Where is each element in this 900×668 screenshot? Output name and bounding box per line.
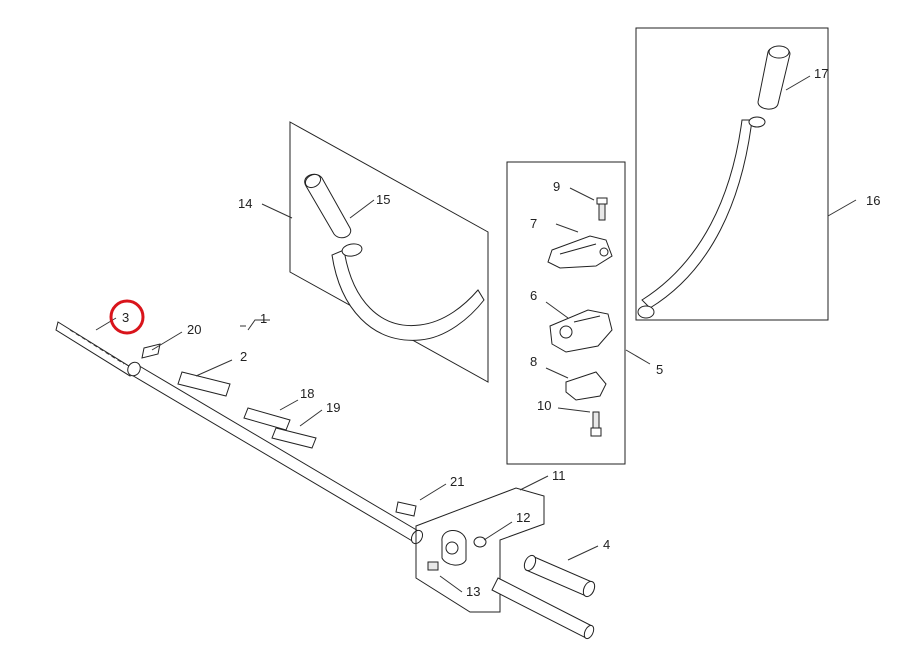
part-label-11: 11	[552, 468, 566, 483]
part-label-7: 7	[530, 216, 537, 231]
part-label-6: 6	[530, 288, 537, 303]
shaft-clamp-part-11	[441, 530, 467, 566]
part-label-21: 21	[450, 474, 464, 489]
part-label-3: 3	[122, 310, 129, 325]
part-label-14: 14	[238, 196, 252, 211]
grip-part-17	[757, 45, 791, 110]
lower-clamp-part-6	[549, 309, 613, 353]
long-tube-part-16	[637, 116, 766, 319]
upper-clamp-part-7	[547, 235, 613, 269]
callout-lines	[95, 75, 857, 593]
part-label-16: 16	[866, 193, 880, 208]
bolt-part-10	[590, 411, 602, 437]
sleeve-part-19	[271, 427, 317, 449]
part-label-10: 10	[537, 398, 551, 413]
part-label-13: 13	[466, 584, 480, 599]
bolt-part-9	[596, 197, 608, 221]
part-label-5: 5	[656, 362, 663, 377]
long-handle-inset	[635, 27, 829, 321]
highlight-circle	[109, 299, 145, 335]
loop-handle-tube	[331, 243, 485, 341]
screw-part-13	[427, 561, 439, 571]
nut-part-12	[473, 536, 487, 548]
loop-handle-inset	[289, 121, 489, 383]
part-label-9: 9	[553, 179, 560, 194]
part-label-15: 15	[376, 192, 390, 207]
handle-grip-part-15	[304, 173, 352, 239]
part-label-1: 1	[260, 311, 267, 326]
shaft-clamp-inset	[415, 487, 596, 640]
part-labels: 1 2 3 4 5 6 7 8 9 10 11 12 13 14 15 16 1…	[122, 66, 880, 599]
part-label-8: 8	[530, 354, 537, 369]
part-label-17: 17	[814, 66, 828, 81]
sleeve-part-2	[177, 371, 231, 397]
part-label-18: 18	[300, 386, 314, 401]
drive-pipe-end	[491, 577, 595, 640]
drive-shaft-part-3	[55, 321, 133, 377]
sleeve-part-20	[141, 343, 161, 359]
short-pipe-part-4	[523, 554, 596, 598]
sleeve-part-18	[243, 407, 291, 431]
clamp-parts-inset	[506, 161, 626, 465]
part-label-4: 4	[603, 537, 610, 552]
part-label-20: 20	[187, 322, 201, 337]
main-pipe-part-1	[127, 361, 424, 545]
part-label-2: 2	[240, 349, 247, 364]
saddle-part-8	[565, 371, 607, 401]
label-part-21	[395, 501, 417, 517]
part-label-12: 12	[516, 510, 530, 525]
part-label-19: 19	[326, 400, 340, 415]
